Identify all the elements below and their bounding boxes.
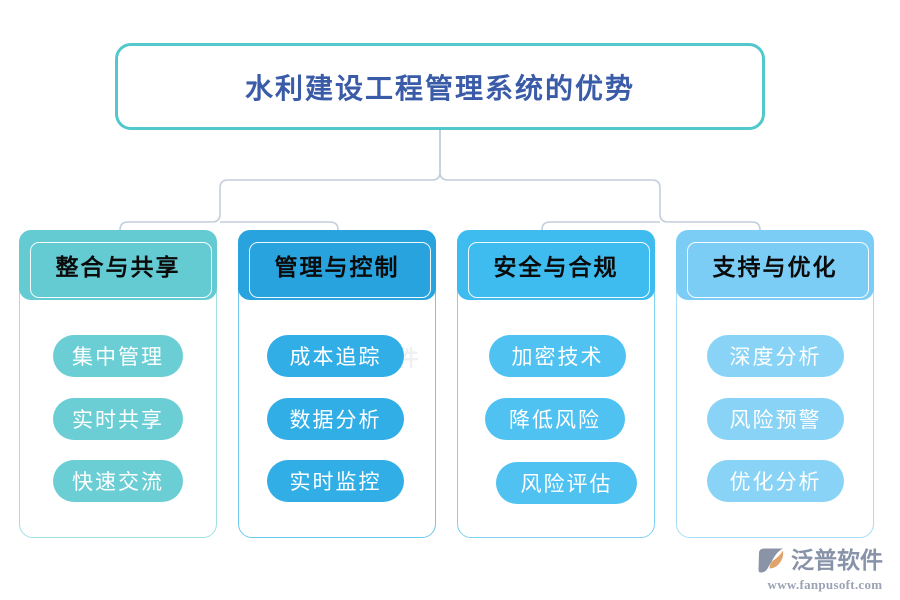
item-pill[interactable]: 降低风险	[485, 398, 625, 440]
item-pill[interactable]: 加密技术	[489, 335, 626, 377]
category-header-label: 安全与合规	[493, 255, 619, 280]
category-header-4[interactable]: 支持与优化	[676, 230, 874, 300]
category-header-label: 管理与控制	[274, 255, 400, 280]
item-pill[interactable]: 风险评估	[496, 462, 637, 504]
diagram-title-box: 水利建设工程管理系统的优势	[115, 43, 765, 130]
item-pill[interactable]: 深度分析	[707, 335, 844, 377]
item-pill[interactable]: 实时监控	[267, 460, 404, 502]
category-header-1[interactable]: 整合与共享	[19, 230, 217, 300]
item-pill[interactable]: 集中管理	[53, 335, 183, 377]
connector-trunk	[439, 130, 449, 181]
category-header-2[interactable]: 管理与控制	[238, 230, 436, 300]
fanpu-logo-icon	[758, 548, 784, 573]
item-pill[interactable]: 优化分析	[707, 460, 844, 502]
category-header-label: 支持与优化	[712, 255, 838, 280]
brand-logo: 泛普软件 www.fanpusoft.com	[757, 546, 893, 594]
category-header-label: 整合与共享	[55, 255, 181, 280]
category-header-3[interactable]: 安全与合规	[457, 230, 655, 300]
connector-trunk-mirror	[431, 130, 441, 181]
brand-url: www.fanpusoft.com	[767, 577, 883, 592]
brand-name: 泛普软件	[791, 548, 883, 573]
item-pill[interactable]: 数据分析	[267, 398, 404, 440]
item-pill[interactable]: 实时共享	[53, 398, 183, 440]
item-pill[interactable]: 成本追踪	[267, 335, 404, 377]
brand-logo-row: 泛普软件	[757, 546, 893, 576]
item-pill[interactable]: 快速交流	[53, 460, 183, 502]
page-title: 水利建设工程管理系统的优势	[244, 73, 635, 105]
item-pill[interactable]: 风险预警	[707, 398, 844, 440]
